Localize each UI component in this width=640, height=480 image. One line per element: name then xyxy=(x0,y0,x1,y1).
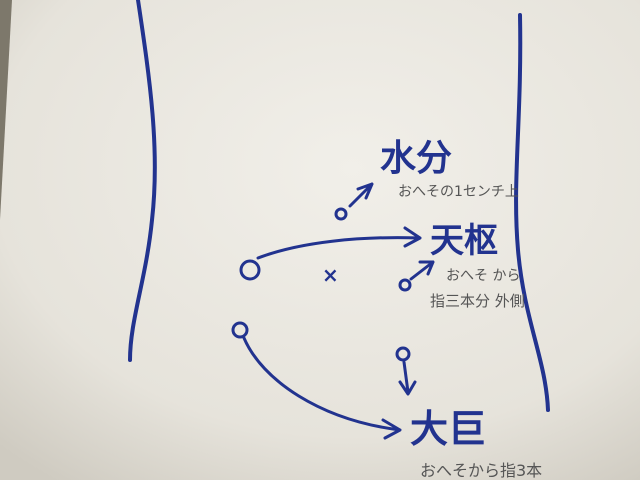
kyo-note: おへそから指3本 xyxy=(420,461,542,480)
kyo-curved-arrow xyxy=(242,336,402,440)
tensu-label: 天枢 xyxy=(430,221,498,261)
tensu-note-line2: 指三本分 外側 xyxy=(430,292,525,310)
left-kyo-point xyxy=(231,321,249,339)
body-outline-left xyxy=(128,0,157,362)
tensu-curved-arrow xyxy=(256,226,422,260)
tensu-note-line1: おへそ から xyxy=(446,268,520,284)
suibun-point xyxy=(334,207,348,221)
right-tensu-point xyxy=(398,278,412,292)
kyo-label: 大巨 xyxy=(410,407,486,451)
right-kyo-arrow xyxy=(398,360,417,396)
suibun-label: 水分 xyxy=(380,138,452,179)
suibun-note: おへその1センチ上 xyxy=(398,184,519,200)
suibun-arrow xyxy=(348,182,374,208)
right-tensu-arrow xyxy=(409,260,435,281)
right-kyo-point xyxy=(395,346,411,362)
body-outline-right xyxy=(514,13,550,412)
left-tensu-point xyxy=(239,259,261,281)
navel-mark: × xyxy=(322,263,339,287)
